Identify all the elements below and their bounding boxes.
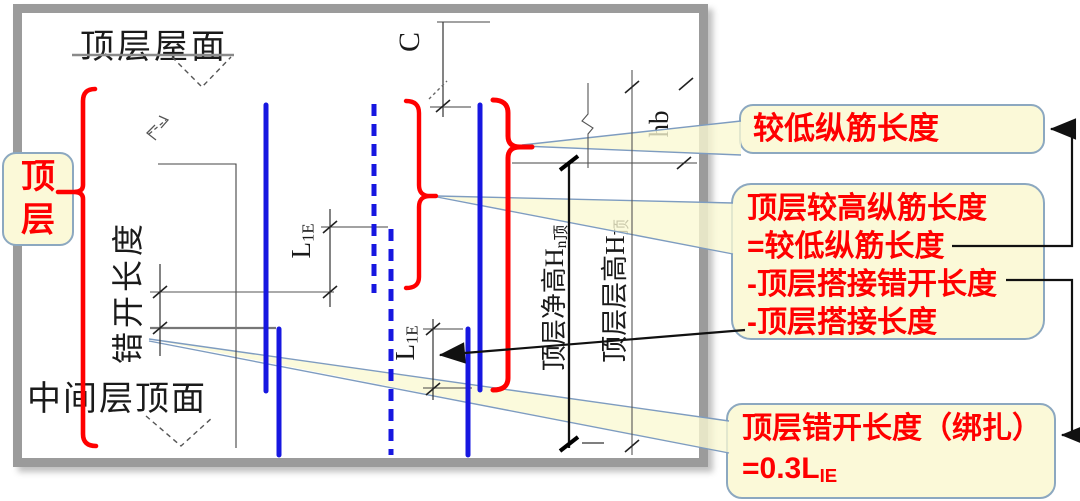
- c-dimension-label: C: [393, 32, 426, 53]
- lap-left-sub: 1E: [298, 223, 318, 243]
- story-height-main: 顶层层高H: [600, 235, 630, 363]
- callout-stagger-line1: 顶层错开长度（绑扎）: [742, 412, 1042, 445]
- callout-higher-line4: -顶层搭接长度: [747, 306, 937, 339]
- callout-lower-bar-text: 较低纵筋长度: [753, 111, 939, 146]
- beam-height-label: hb: [644, 110, 674, 138]
- story-height-sub: 顶: [612, 219, 631, 236]
- net-height-label: 顶层净高Hn顶: [534, 208, 570, 388]
- lap-left-main: L: [286, 242, 316, 259]
- callout-lower-bar-length: 较低纵筋长度: [739, 104, 1045, 154]
- callout-stagger-formula: =0.3LIE: [742, 449, 1054, 496]
- stagger-formula-sub: IE: [819, 465, 838, 487]
- top-floor-tag: 顶层: [2, 152, 74, 246]
- net-height-sub: n顶: [552, 224, 570, 249]
- net-height-main: 顶层净高H: [540, 248, 569, 372]
- callout-higher-bar-length: 顶层较高纵筋长度 =较低纵筋长度 -顶层搭接错开长度 -顶层搭接长度: [731, 183, 1045, 340]
- lap-length-label-left: L1E: [286, 201, 320, 281]
- lap-right-sub: 1E: [402, 325, 422, 345]
- roof-level-label: 顶层屋面: [80, 29, 228, 66]
- lap-length-label-right: L1E: [390, 303, 424, 383]
- stagger-length-label: 错开长度: [110, 220, 146, 365]
- callout-higher-line2: =较低纵筋长度: [747, 230, 945, 263]
- mid-floor-level-label: 中间层顶面: [27, 381, 207, 418]
- callout-higher-line1: 顶层较高纵筋长度: [747, 192, 987, 225]
- callout-higher-line3: -顶层搭接错开长度: [747, 268, 997, 301]
- callout-stagger-length: 顶层错开长度（绑扎） =0.3LIE: [726, 403, 1056, 499]
- top-floor-tag-label: 顶层: [21, 158, 55, 239]
- story-height-label: 顶层层高H顶: [593, 201, 631, 381]
- stagger-formula-main: =0.3L: [742, 452, 820, 485]
- lap-right-main: L: [390, 344, 420, 361]
